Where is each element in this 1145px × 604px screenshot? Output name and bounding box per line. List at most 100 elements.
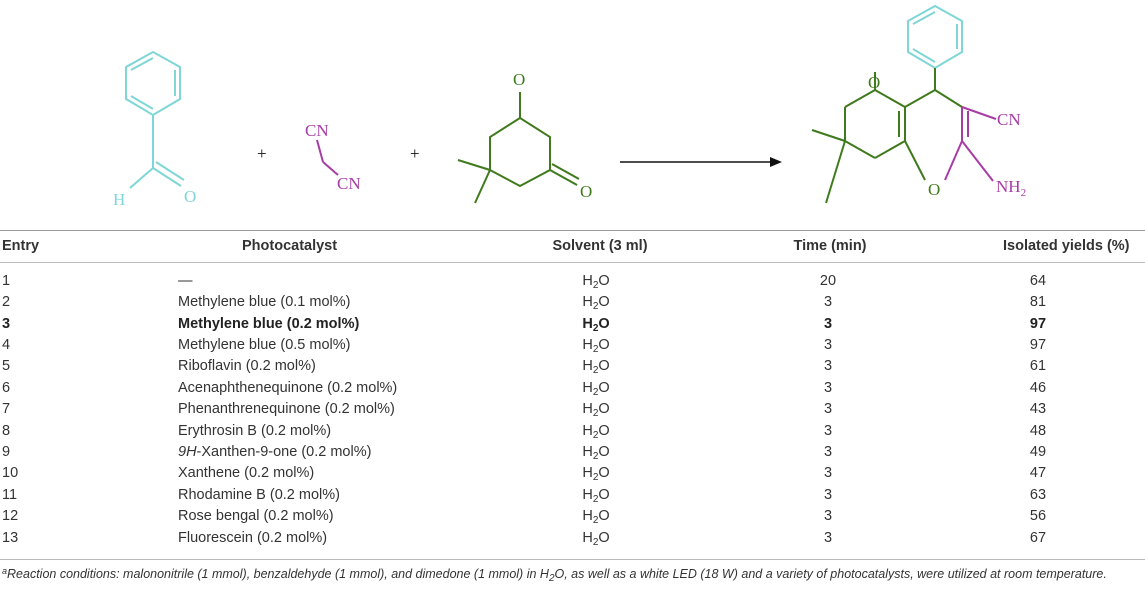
cell-time: 3 bbox=[823, 401, 833, 417]
cell-time: 3 bbox=[823, 358, 833, 374]
benzaldehyde-structure bbox=[125, 50, 185, 189]
plus-sign-1: + bbox=[257, 144, 267, 163]
cell-entry: 13 bbox=[2, 530, 19, 546]
cell-time: 3 bbox=[823, 380, 833, 396]
table-row: 13 Fluorescein (0.2 mol%) H2O 3 67 bbox=[0, 528, 1145, 549]
cell-solvent: H2O bbox=[582, 358, 610, 376]
cell-yield: 46 bbox=[1029, 380, 1047, 396]
table-bottom-rule bbox=[0, 559, 1145, 560]
cell-entry: 3 bbox=[2, 316, 11, 332]
table-row: 7 Phenanthrenequinone (0.2 mol%) H2O 3 4… bbox=[0, 399, 1145, 420]
product-amino-nitrile-part bbox=[944, 106, 997, 182]
cell-time: 3 bbox=[823, 337, 833, 353]
cell-solvent: H2O bbox=[582, 401, 610, 419]
cell-time: 20 bbox=[819, 273, 837, 289]
cell-yield: 67 bbox=[1029, 530, 1047, 546]
cell-solvent: H2O bbox=[582, 337, 610, 355]
footnote-text-start: Reaction conditions: malononitrile (1 mm… bbox=[7, 567, 549, 581]
table-row: 6 Acenaphthenequinone (0.2 mol%) H2O 3 4… bbox=[0, 378, 1145, 399]
cell-solvent: H2O bbox=[582, 423, 610, 441]
cell-entry: 11 bbox=[2, 487, 18, 503]
product-o-ketone: O bbox=[868, 73, 880, 92]
cell-solvent: H2O bbox=[582, 444, 610, 462]
reaction-scheme: H O + CN CN + O O bbox=[113, 4, 1026, 209]
cell-solvent: H2O bbox=[582, 316, 610, 334]
cell-time: 3 bbox=[823, 423, 833, 439]
footnote-subscript: 2 bbox=[548, 573, 555, 584]
cell-photocatalyst: Rose bengal (0.2 mol%) bbox=[178, 508, 334, 524]
cell-yield: 49 bbox=[1029, 444, 1047, 460]
table-row: 1 — H2O 20 64 bbox=[0, 271, 1145, 292]
cell-solvent: H2O bbox=[582, 487, 610, 505]
benzaldehyde-h-label: H bbox=[113, 190, 125, 209]
cell-yield: 48 bbox=[1029, 423, 1047, 439]
header-solvent: Solvent (3 ml) bbox=[552, 238, 648, 254]
cell-photocatalyst: — bbox=[178, 273, 193, 289]
cell-yield: 43 bbox=[1029, 401, 1047, 417]
product-cn: CN bbox=[997, 110, 1021, 129]
dimedone-o-right: O bbox=[580, 182, 592, 201]
table-row: 2 Methylene blue (0.1 mol%) H2O 3 81 bbox=[0, 292, 1145, 313]
cell-time: 3 bbox=[823, 316, 833, 332]
malononitrile-cn-top: CN bbox=[305, 121, 329, 140]
cell-solvent: H2O bbox=[582, 380, 610, 398]
cell-time: 3 bbox=[823, 444, 833, 460]
table-footnote: aReaction conditions: malononitrile (1 m… bbox=[2, 565, 1142, 584]
cell-yield: 47 bbox=[1029, 465, 1047, 481]
footnote-text-end: O, as well as a white LED (18 W) and a v… bbox=[554, 567, 1107, 581]
dimedone-structure bbox=[457, 92, 580, 204]
table-row: 12 Rose bengal (0.2 mol%) H2O 3 56 bbox=[0, 506, 1145, 527]
table-row: 11 Rhodamine B (0.2 mol%) H2O 3 63 bbox=[0, 485, 1145, 506]
cell-entry: 2 bbox=[2, 294, 11, 310]
cell-photocatalyst: Xanthene (0.2 mol%) bbox=[178, 465, 315, 481]
table-row: 8 Erythrosin B (0.2 mol%) H2O 3 48 bbox=[0, 421, 1145, 442]
cell-solvent: H2O bbox=[582, 294, 610, 312]
cell-entry: 9 bbox=[2, 444, 11, 460]
cell-time: 3 bbox=[823, 487, 833, 503]
cell-solvent: H2O bbox=[582, 508, 610, 526]
footnote-marker: a bbox=[2, 566, 8, 576]
cell-photocatalyst: Erythrosin B (0.2 mol%) bbox=[178, 423, 332, 439]
cell-entry: 7 bbox=[2, 401, 11, 417]
product-core-structure bbox=[811, 68, 963, 204]
header-entry: Entry bbox=[2, 238, 40, 254]
benzaldehyde-o-label: O bbox=[184, 187, 196, 206]
cell-solvent: H2O bbox=[582, 465, 610, 483]
cell-entry: 10 bbox=[2, 465, 19, 481]
cell-yield: 56 bbox=[1029, 508, 1047, 524]
cell-yield: 63 bbox=[1029, 487, 1047, 503]
cell-yield: 81 bbox=[1029, 294, 1047, 310]
cell-solvent: H2O bbox=[582, 273, 610, 291]
table-header-row: Entry Photocatalyst Solvent (3 ml) Time … bbox=[0, 232, 1145, 260]
malononitrile-structure bbox=[316, 139, 339, 176]
cell-entry: 12 bbox=[2, 508, 19, 524]
plus-sign-2: + bbox=[410, 144, 420, 163]
cell-photocatalyst: Riboflavin (0.2 mol%) bbox=[178, 358, 316, 374]
cell-solvent: H2O bbox=[582, 530, 610, 548]
cell-entry: 1 bbox=[2, 273, 11, 289]
cell-photocatalyst: Methylene blue (0.1 mol%) bbox=[178, 294, 351, 310]
cell-yield: 97 bbox=[1029, 337, 1047, 353]
reaction-arrow bbox=[620, 157, 782, 167]
cell-photocatalyst: 9H-Xanthen-9-one (0.2 mol%) bbox=[178, 444, 372, 460]
cell-yield: 64 bbox=[1029, 273, 1047, 289]
cell-photocatalyst: Phenanthrenequinone (0.2 mol%) bbox=[178, 401, 395, 417]
cell-photocatalyst: Rhodamine B (0.2 mol%) bbox=[178, 487, 340, 503]
cell-time: 3 bbox=[823, 508, 833, 524]
cell-photocatalyst: Methylene blue (0.2 mol%) bbox=[178, 316, 360, 332]
cell-entry: 5 bbox=[2, 358, 11, 374]
cell-photocatalyst: Fluorescein (0.2 mol%) bbox=[178, 530, 328, 546]
cell-entry: 6 bbox=[2, 380, 11, 396]
table-header-rule bbox=[0, 262, 1145, 263]
cell-entry: 4 bbox=[2, 337, 11, 353]
product-o-ring: O bbox=[928, 180, 940, 199]
table-row: 4 Methylene blue (0.5 mol%) H2O 3 97 bbox=[0, 335, 1145, 356]
header-time: Time (min) bbox=[793, 238, 867, 254]
malononitrile-cn-bottom: CN bbox=[337, 174, 361, 193]
table-top-rule bbox=[0, 230, 1145, 231]
cell-entry: 8 bbox=[2, 423, 11, 439]
header-yield: Isolated yields (%) bbox=[1003, 238, 1130, 254]
cell-yield: 61 bbox=[1029, 358, 1047, 374]
cell-photocatalyst: Acenaphthenequinone (0.2 mol%) bbox=[178, 380, 398, 396]
product-nh2: NH2 bbox=[996, 177, 1026, 199]
